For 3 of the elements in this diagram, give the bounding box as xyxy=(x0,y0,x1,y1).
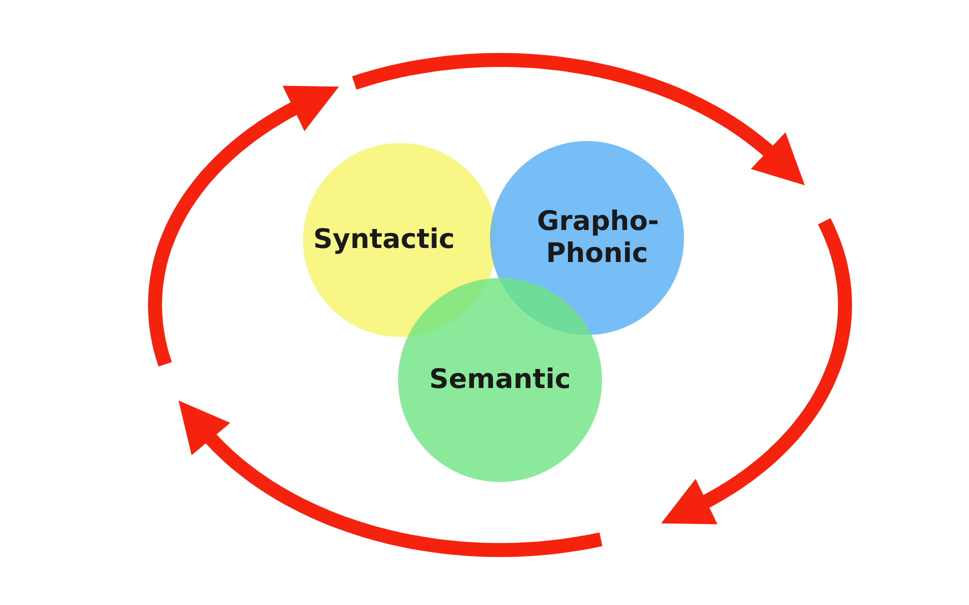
circle-label: Semantic xyxy=(429,364,571,396)
circle-label: Grapho- Phonic xyxy=(537,206,657,270)
circle-label: Syntactic xyxy=(313,224,455,256)
